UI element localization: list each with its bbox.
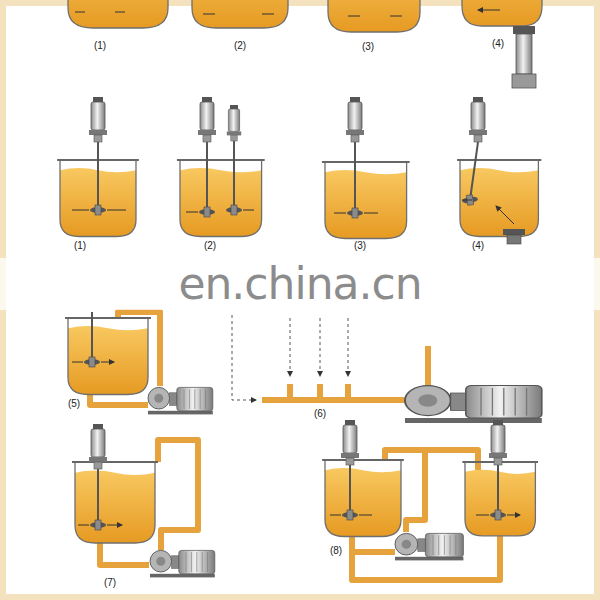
callout-number: (4) (492, 38, 504, 50)
callout-number: (4) (472, 240, 484, 252)
label-slot: (5) (68, 398, 80, 410)
callout-number: (1) (94, 40, 106, 52)
label-slot: (3) (362, 41, 374, 53)
label-slot: (1) (94, 40, 106, 52)
label-slot: (2) (234, 40, 246, 52)
label-slot: (7) (104, 577, 116, 589)
callout-number: (6) (314, 408, 326, 420)
label-slot: en.china.cn (178, 259, 421, 309)
callout-number: (1) (74, 240, 86, 252)
callout-number: (7) (104, 577, 116, 589)
callout-number: (2) (204, 240, 216, 252)
label-slot: (8) (330, 545, 342, 557)
callout-number: (3) (362, 41, 374, 53)
label-slot: (4) (492, 38, 504, 50)
label-slot: (1) (74, 240, 86, 252)
callout-number: (2) (234, 40, 246, 52)
watermark: en.china.cn (178, 259, 421, 309)
label-slot: (4) (472, 240, 484, 252)
callout-number: (3) (354, 240, 366, 252)
callout-number: (5) (68, 398, 80, 410)
label-slot: (2) (204, 240, 216, 252)
label-slot: (3) (354, 240, 366, 252)
label-slot: (6) (314, 408, 326, 420)
callout-number: (8) (330, 545, 342, 557)
